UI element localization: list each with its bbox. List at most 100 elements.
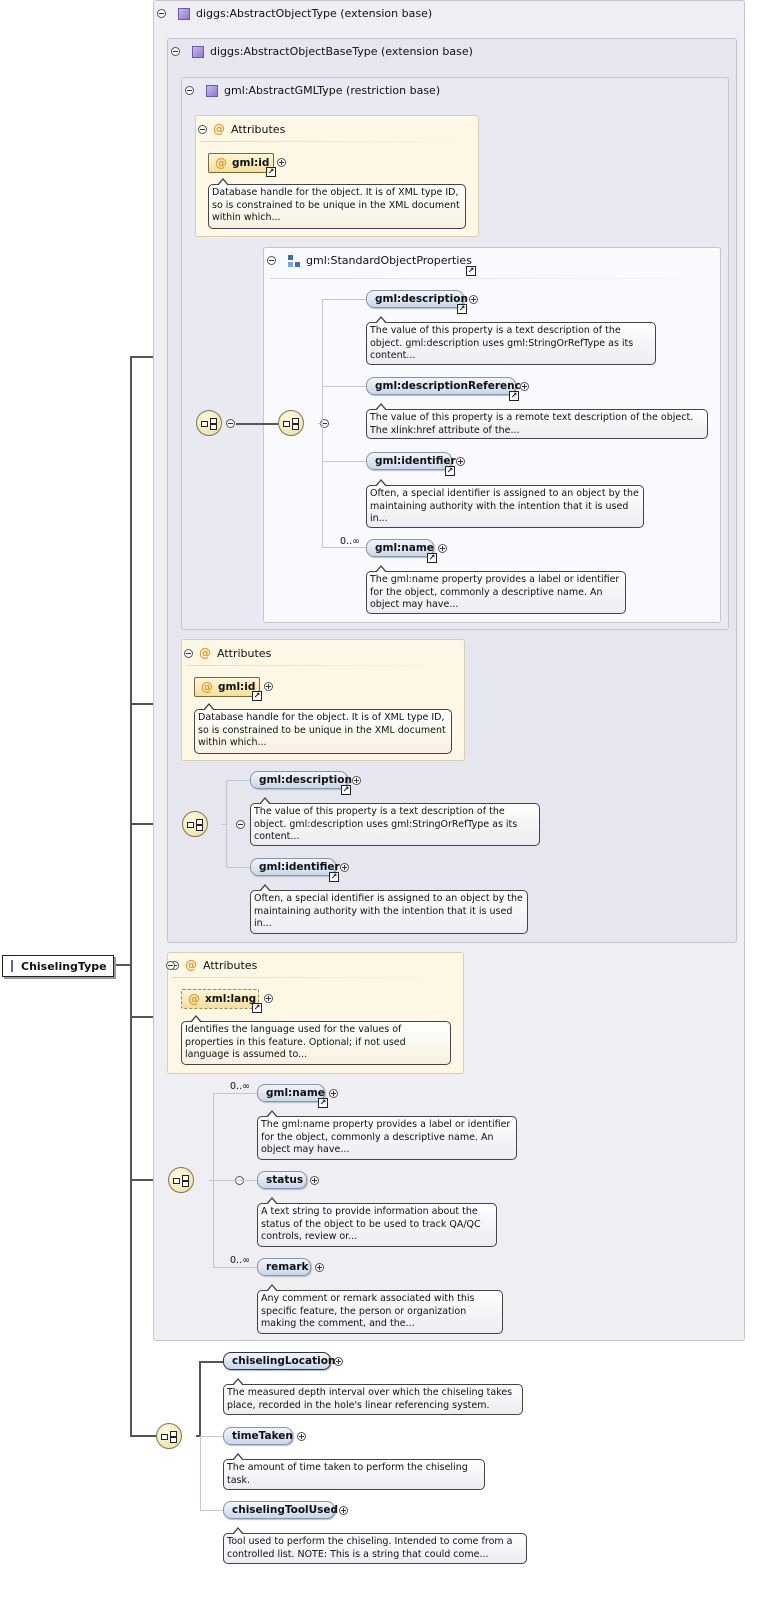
tree-line-required [199,1361,201,1437]
frame-title: diggs:AbstractObjectBaseType (extension … [210,45,473,58]
abstract-object-type-header: diggs:AbstractObjectType (extension base… [157,7,432,20]
gml-name-element[interactable]: gml:name [257,1084,325,1102]
sequence-icon[interactable] [168,1167,194,1193]
gml-id-attribute[interactable]: @ gml:id [208,153,274,173]
at-icon: @ [201,680,213,694]
root-link [112,964,132,966]
gml-identifier-element[interactable]: gml:identifier [250,858,340,876]
sequence-icon[interactable] [278,410,304,436]
complex-type-icon [11,960,13,972]
sequence-icon[interactable] [196,410,222,436]
sequence-icon[interactable] [182,811,208,837]
status-element[interactable]: status [257,1171,307,1189]
expand-icon[interactable] [520,382,529,391]
root-trunk [130,357,132,1437]
chiseling-location-element[interactable]: chiselingLocation [223,1352,335,1370]
reference-arrow-icon[interactable]: ↗ [329,872,339,882]
status-doc: A text string to provide information abo… [257,1197,497,1247]
sequence-connector [236,423,278,425]
standard-object-properties-header: gml:StandardObjectProperties [267,254,472,267]
collapse-icon[interactable] [185,86,194,95]
collapse-icon[interactable] [171,47,180,56]
tree-line [209,1180,213,1181]
gml-description-element[interactable]: gml:description [366,290,468,308]
time-taken-doc: The amount of time taken to perform the … [223,1453,485,1490]
reference-arrow-icon[interactable]: ↗ [252,1003,262,1013]
gml-id-attribute[interactable]: @ gml:id [194,677,260,697]
chiseling-tool-used-element[interactable]: chiselingToolUsed [223,1501,338,1519]
remark-element[interactable]: remark [257,1258,311,1276]
sequence-icon[interactable] [156,1423,182,1449]
tree-line [200,1436,223,1437]
expand-icon[interactable] [438,544,447,553]
complex-type-icon [178,7,190,20]
collapse-icon[interactable] [267,256,276,265]
tree-line-required [196,1435,200,1437]
collapse-icon[interactable] [226,419,235,428]
expand-icon[interactable] [469,295,478,304]
attributes-label: Attributes [203,958,258,972]
expand-icon[interactable] [339,1506,348,1515]
gml-description-reference-element[interactable]: gml:descriptionReference [366,377,528,395]
collapse-icon[interactable] [184,648,193,658]
frame-title: diggs:AbstractObjectType (extension base… [196,7,433,20]
gml-identifier-doc: Often, a special identifier is assigned … [250,884,528,934]
tree-line [322,299,323,547]
collapse-icon[interactable] [236,820,246,829]
attributes-header: @ Attributes [198,122,285,136]
model-group-icon [288,254,300,267]
at-icon: @ [185,958,197,972]
xml-lang-doc: Identifies the language used for the val… [181,1015,451,1065]
tree-line [226,780,227,868]
reference-arrow-icon[interactable]: ↗ [252,691,262,701]
expand-icon[interactable] [277,158,286,167]
expand-icon[interactable] [264,994,273,1003]
root-label: ChiselingType [21,959,107,973]
tree-line [322,386,366,387]
expand-icon[interactable] [329,1089,338,1098]
gml-name-doc: The gml:name property provides a label o… [366,565,626,614]
tree-line [200,1510,223,1511]
tree-line [213,1180,257,1181]
expand-icon[interactable] [297,1432,306,1441]
expand-icon[interactable] [352,776,361,785]
gml-id-doc: Database handle for the object. It is of… [208,178,466,229]
tree-line [200,1437,201,1510]
xml-lang-attribute[interactable]: @ xml:lang [181,989,259,1009]
collapse-icon[interactable] [157,9,166,18]
attribute-label: gml:id [232,157,270,169]
gml-name-element[interactable]: gml:name [366,539,434,557]
gml-identifier-element[interactable]: gml:identifier [366,452,456,470]
expand-icon[interactable] [310,1176,319,1185]
reference-arrow-icon[interactable]: ↗ [457,304,467,314]
collapse-icon[interactable] [165,961,175,970]
cardinality-label: 0..∞ [230,1255,250,1266]
expand-icon[interactable] [315,1263,324,1272]
expand-icon[interactable] [334,1357,343,1366]
reference-arrow-icon[interactable]: ↗ [466,266,476,276]
reference-arrow-icon[interactable]: ↗ [318,1098,328,1108]
expand-icon[interactable] [264,682,273,691]
divider [186,665,456,666]
collapse-icon[interactable] [198,124,207,134]
frame-title: gml:AbstractGMLType (restriction base) [224,84,441,97]
cardinality-label: 0..∞ [340,536,360,547]
tree-line [226,867,250,868]
attributes-header: @ Attributes [170,958,257,972]
reference-arrow-icon[interactable]: ↗ [509,391,519,401]
complex-type-icon [192,45,204,58]
expand-icon[interactable] [456,457,465,466]
reference-arrow-icon[interactable]: ↗ [341,785,351,795]
divider [172,977,452,978]
frame-title: gml:StandardObjectProperties [306,254,472,267]
reference-arrow-icon[interactable]: ↗ [266,167,276,177]
chiseling-type-root[interactable]: ChiselingType [2,955,114,977]
time-taken-element[interactable]: timeTaken [223,1427,293,1445]
gml-description-doc: The value of this property is a text des… [366,316,656,365]
expand-icon[interactable] [340,863,349,872]
branch-6 [130,1435,156,1437]
reference-arrow-icon[interactable]: ↗ [427,553,437,563]
gml-description-element[interactable]: gml:description [250,771,352,789]
gml-name-doc: The gml:name property provides a label o… [257,1110,517,1160]
reference-arrow-icon[interactable]: ↗ [445,466,455,476]
